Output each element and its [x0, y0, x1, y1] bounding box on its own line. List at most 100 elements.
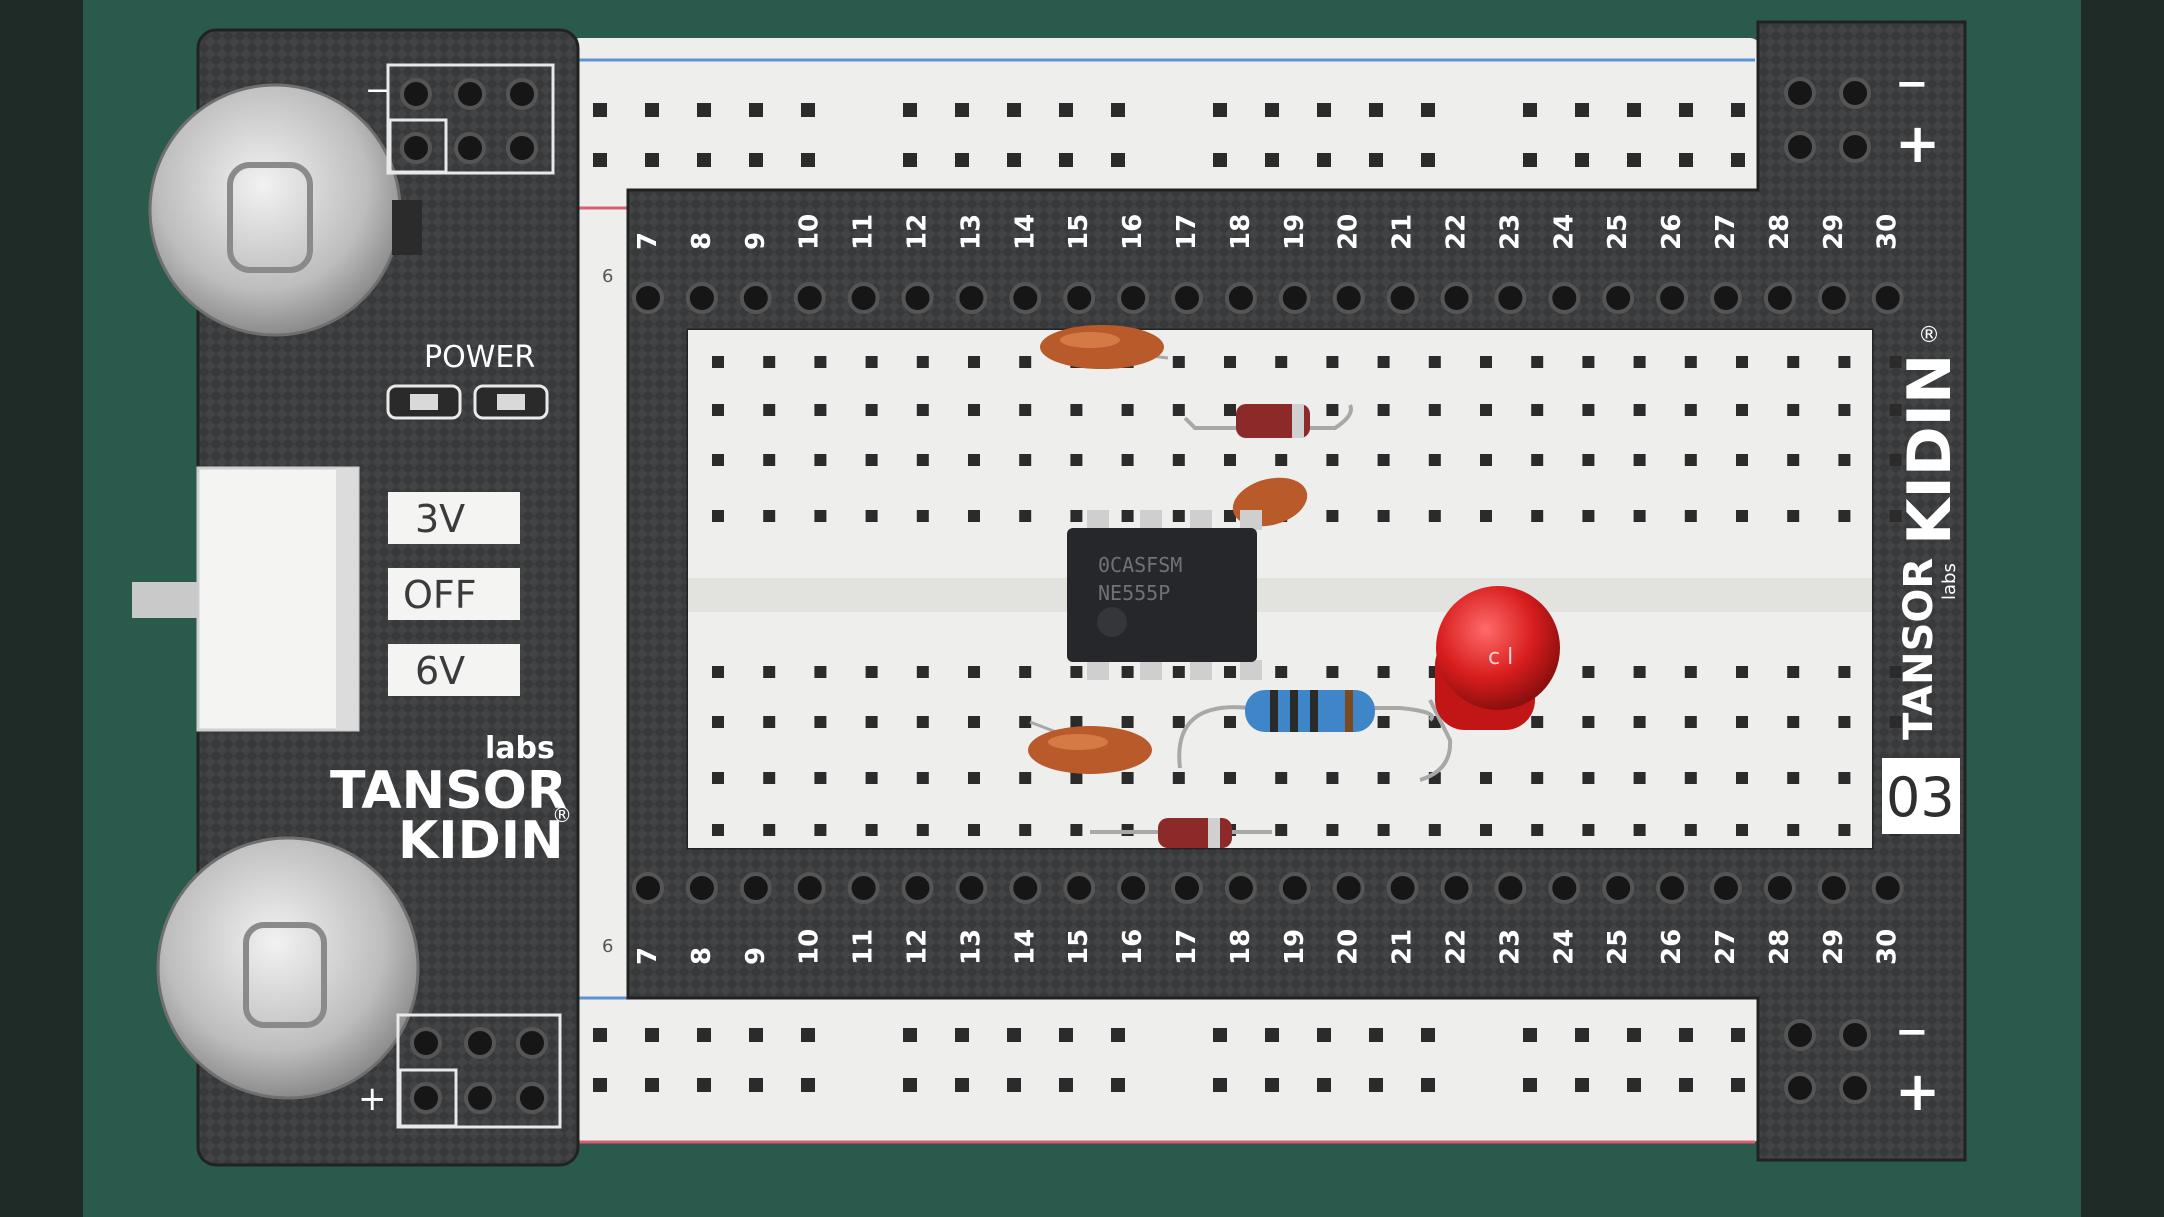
header-pin-top — [739, 282, 772, 314]
header-pin-top — [685, 282, 718, 314]
terminal-hole — [968, 772, 980, 784]
terminal-hole — [814, 356, 827, 368]
rail-plus-top: + — [1895, 112, 1940, 175]
column-number-bottom: 9 — [741, 947, 771, 965]
terminal-hole — [1736, 510, 1748, 522]
terminal-hole — [1326, 666, 1339, 678]
column-number-top: 12 — [903, 214, 933, 250]
column-number-top: 9 — [741, 232, 771, 250]
capacitor-bottom — [1028, 720, 1152, 774]
terminal-hole — [865, 510, 878, 522]
rail-hole — [1575, 1078, 1589, 1092]
rail-hole — [645, 153, 659, 167]
battery-pin — [410, 1082, 442, 1114]
terminal-hole — [1684, 404, 1697, 416]
terminal-hole — [1070, 716, 1083, 728]
terminal-hole — [1275, 824, 1288, 836]
terminal-hole — [1480, 824, 1492, 836]
terminal-hole — [1275, 772, 1288, 784]
column-number-bottom: 26 — [1657, 929, 1687, 965]
battery-plus-label: + — [358, 1079, 387, 1119]
terminal-hole — [1787, 454, 1800, 466]
terminal-hole — [1121, 716, 1134, 728]
rail-hole — [1111, 153, 1125, 167]
column-number-top: 17 — [1172, 214, 1202, 250]
terminal-hole — [1838, 510, 1851, 522]
header-pin-bottom — [1224, 872, 1257, 904]
header-pin-top — [1494, 282, 1527, 314]
column-number-top: 10 — [795, 214, 825, 250]
switch-lever[interactable] — [132, 582, 198, 618]
terminal-hole — [865, 716, 878, 728]
terminal-hole — [1684, 772, 1697, 784]
right-brand-labs-group: labs — [1939, 563, 1960, 600]
battery-header-top — [386, 63, 555, 175]
brand-labs: labs — [485, 731, 555, 766]
header-pin-top — [1763, 282, 1796, 314]
header-pin-bottom — [847, 872, 880, 904]
terminal-hole — [1531, 404, 1544, 416]
terminal-hole — [1787, 772, 1800, 784]
terminal-hole — [1121, 404, 1134, 416]
rail-hole — [593, 1028, 607, 1042]
terminal-hole — [1736, 716, 1748, 728]
terminal-hole — [1224, 510, 1236, 522]
rail-hole — [1317, 103, 1331, 117]
center-channel — [688, 578, 1872, 612]
rail-header-pin — [1839, 1072, 1871, 1104]
rail-hole — [801, 103, 815, 117]
rail-hole — [749, 103, 763, 117]
rail-hole — [1679, 103, 1693, 117]
terminal-hole — [763, 824, 776, 836]
rail-hole — [903, 1078, 917, 1092]
terminal-hole — [968, 824, 980, 836]
right-brand-registered: ® — [1918, 323, 1940, 348]
rail-hole — [1679, 153, 1693, 167]
terminal-hole — [916, 666, 929, 678]
right-brand-labs: labs — [1939, 563, 1960, 600]
terminal-hole — [1582, 716, 1595, 728]
battery-pin — [410, 1027, 442, 1059]
terminal-hole — [1684, 356, 1697, 368]
terminal-hole — [1838, 666, 1851, 678]
column-number-top: 26 — [1657, 214, 1687, 250]
terminal-hole — [916, 824, 929, 836]
terminal-hole — [1172, 510, 1185, 522]
terminal-hole — [1275, 356, 1288, 368]
terminal-hole — [1019, 772, 1032, 784]
terminal-hole — [1121, 666, 1134, 678]
rail-hole — [593, 1078, 607, 1092]
diode-bottom — [1090, 818, 1272, 848]
rail-hole — [697, 1028, 711, 1042]
terminal-hole — [968, 454, 980, 466]
power-switch[interactable] — [132, 466, 360, 732]
terminal-hole — [1172, 356, 1185, 368]
terminal-hole — [865, 356, 878, 368]
terminal-hole — [763, 454, 776, 466]
header-pin-top — [1117, 282, 1150, 314]
terminal-hole — [1582, 772, 1595, 784]
terminal-hole — [1224, 716, 1236, 728]
terminal-hole — [1019, 356, 1032, 368]
terminal-hole — [1428, 824, 1441, 836]
terminal-hole — [1377, 404, 1390, 416]
terminal-hole — [763, 716, 776, 728]
terminal-hole — [1787, 404, 1800, 416]
rail-hole — [1059, 103, 1073, 117]
terminal-hole — [1684, 510, 1697, 522]
terminal-hole — [1224, 454, 1236, 466]
terminal-hole — [712, 772, 724, 784]
rail-hole — [1523, 1078, 1537, 1092]
switch-label-3v-box — [388, 492, 520, 544]
switch-label-6v-box — [388, 644, 520, 696]
rail-hole — [801, 1028, 815, 1042]
rail-header-pin — [1839, 131, 1871, 163]
terminal-hole — [1633, 404, 1646, 416]
terminal-hole — [1070, 666, 1083, 678]
rail-hole — [1421, 1028, 1435, 1042]
header-pin-bottom — [1602, 872, 1635, 904]
rail-header-pin — [1784, 1019, 1816, 1051]
header-pin-bottom — [1763, 872, 1796, 904]
rail-hole — [1317, 153, 1331, 167]
